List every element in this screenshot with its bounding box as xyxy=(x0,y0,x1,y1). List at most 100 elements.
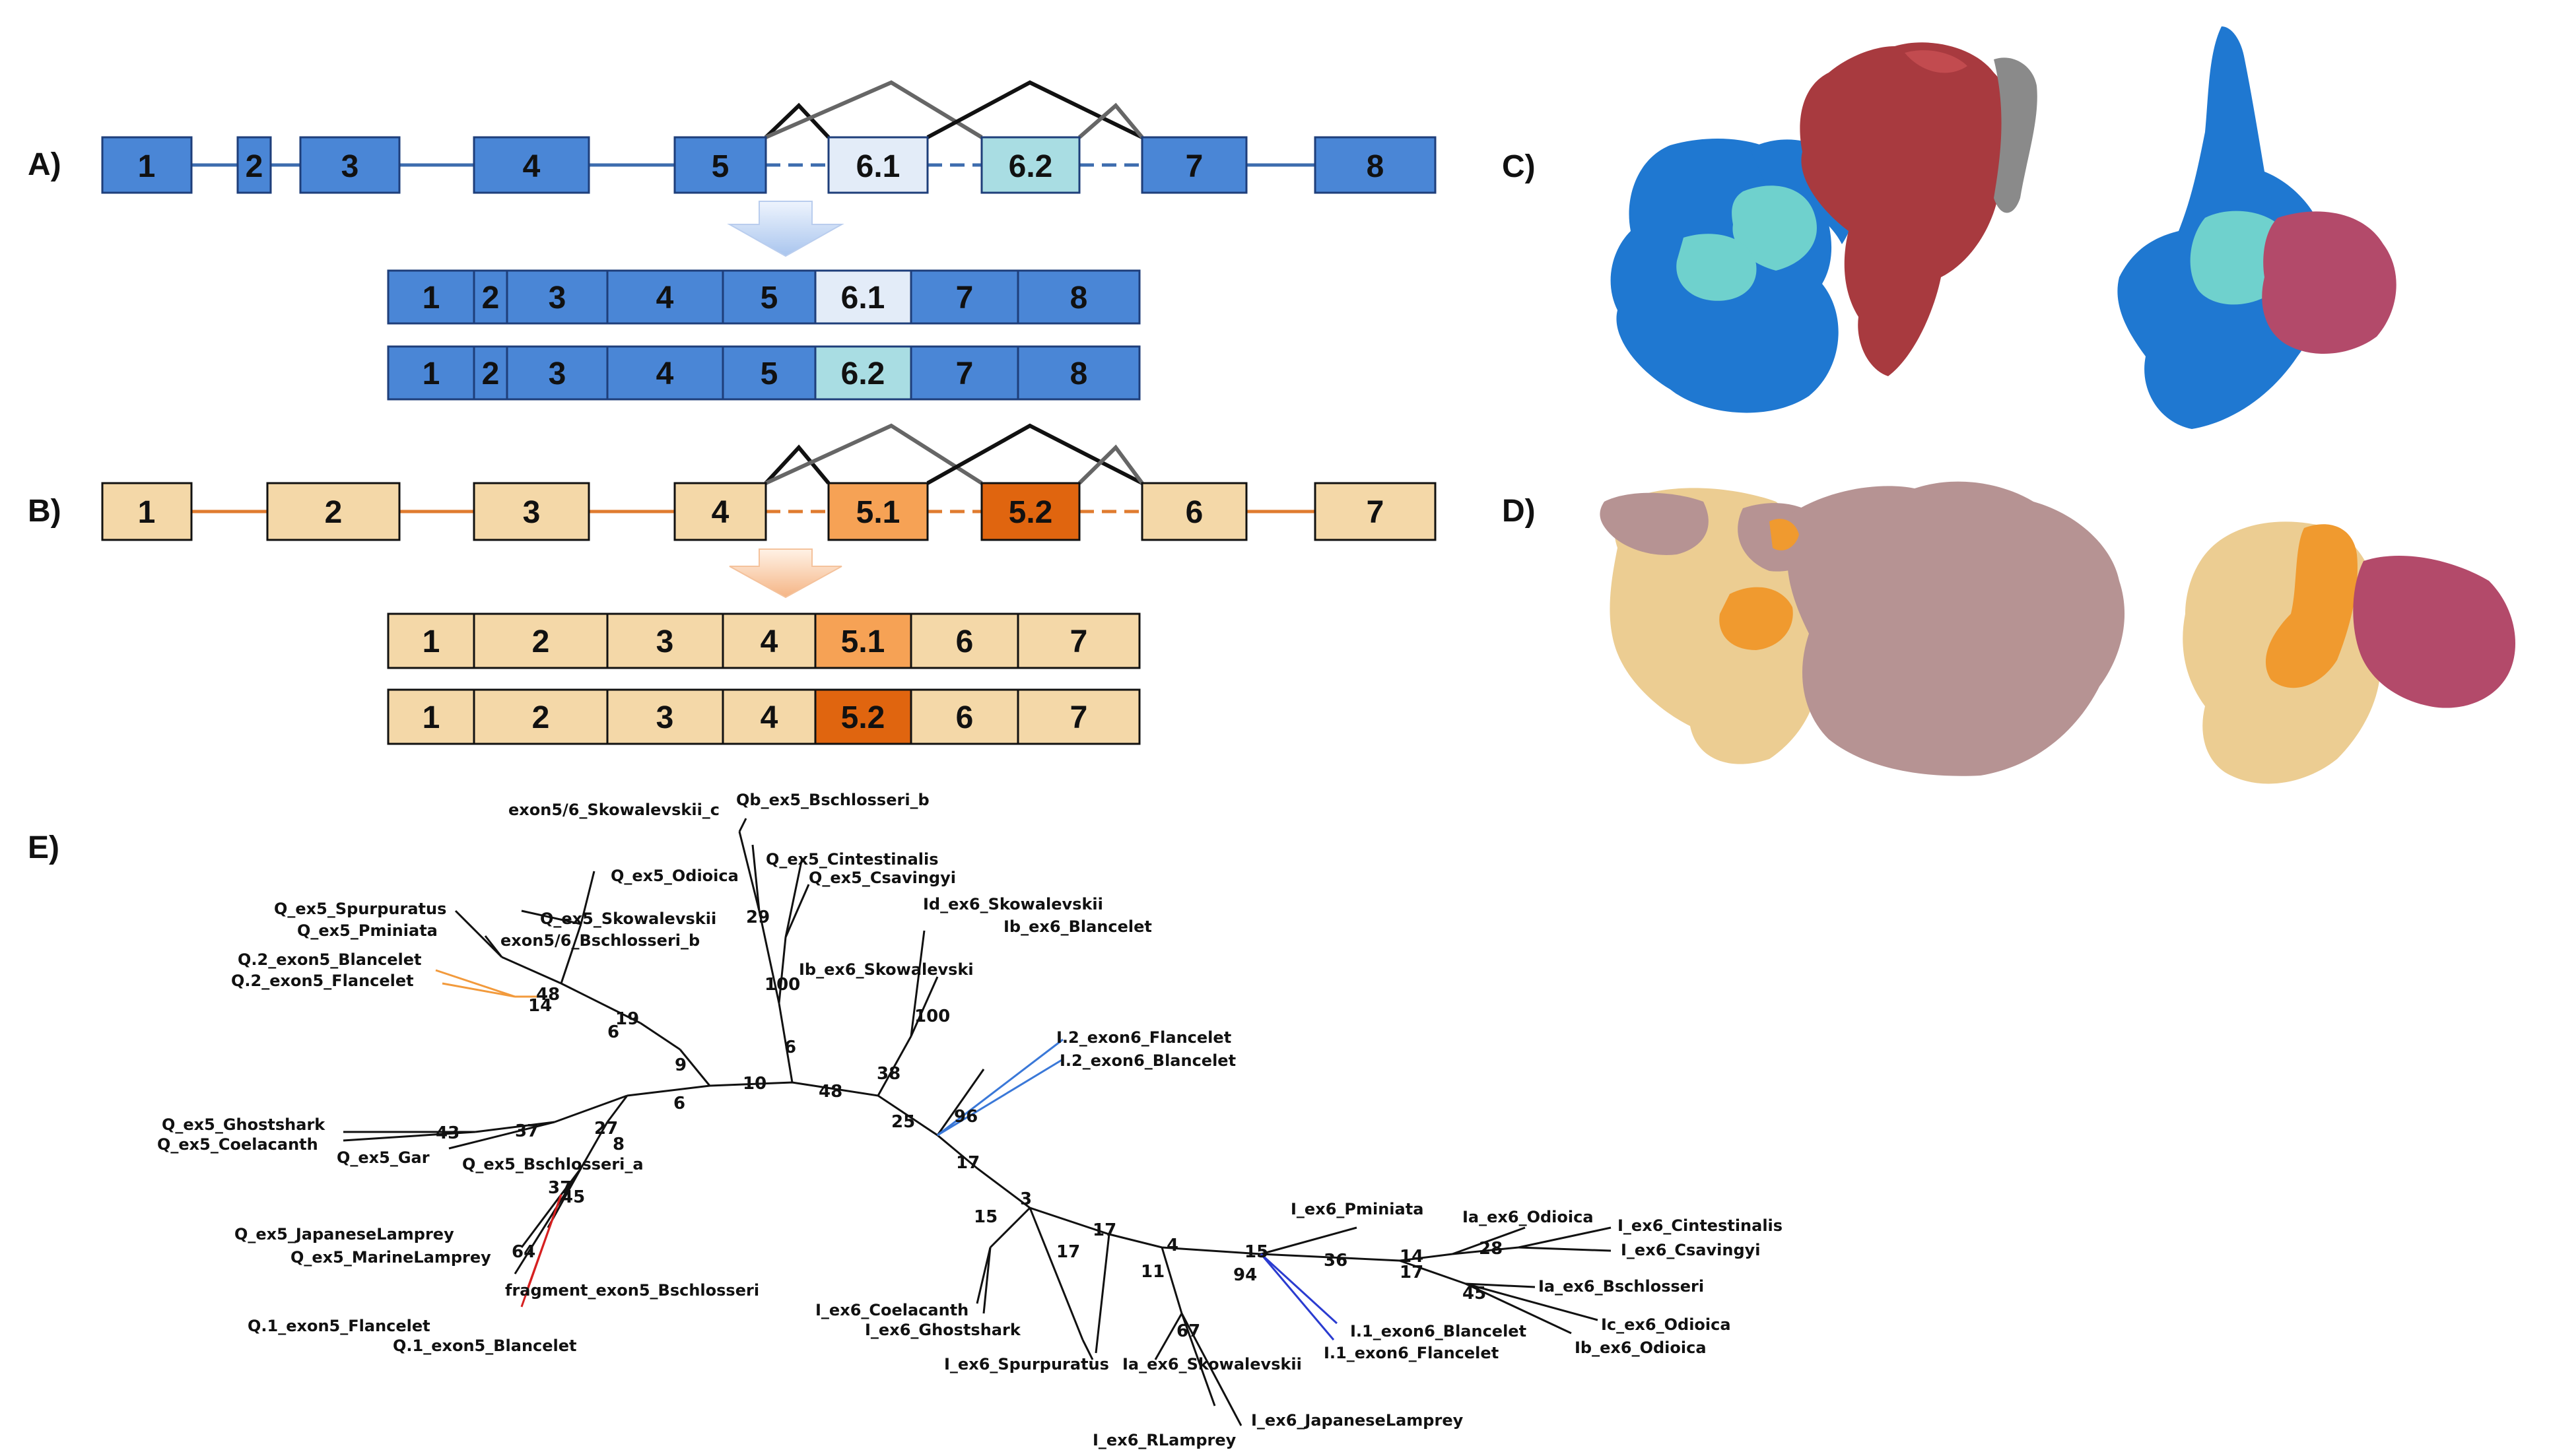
gene-b-exon: 7 xyxy=(1314,482,1437,541)
exon-label: 1 xyxy=(423,356,440,391)
tree-leaf-label: Ia_ex6_Bschlosseri xyxy=(1538,1277,1704,1296)
protein-structure-d-left xyxy=(1600,481,2125,776)
tree-leaf-label: Q_ex5_Odioica xyxy=(611,867,739,885)
bootstrap-value: 10 xyxy=(743,1074,766,1094)
mrna-b2: 1 2 3 4 5.2 6 7 xyxy=(387,688,1141,745)
panel-a: A) 1 2 3 4 5 6.1 6.2 7 xyxy=(28,80,1437,401)
exon-label: 7 xyxy=(1186,149,1204,184)
gene-b-exons: 1 2 3 4 5.1 5.2 6 7 xyxy=(101,482,1437,541)
gene-a-exon: 2 xyxy=(236,136,272,194)
exon-label: 6.1 xyxy=(856,149,901,184)
tree-leaf-label: Q_ex5_Spurpuratus xyxy=(274,900,446,918)
exon-label: 5.1 xyxy=(841,624,885,659)
tree-leaf-label: fragment_exon5_Bschlosseri xyxy=(505,1281,759,1300)
tree-leaf-label: I.2_exon6_Blancelet xyxy=(1060,1051,1236,1070)
exon-label: 1 xyxy=(423,700,440,735)
gene-b-exon: 6 xyxy=(1141,482,1248,541)
protein-structure-c-left xyxy=(1610,42,2037,413)
bootstrap-value: 100 xyxy=(765,975,800,995)
tree-leaf-label: I_ex6_Ghostshark xyxy=(865,1321,1021,1339)
bootstrap-value: 17 xyxy=(1056,1242,1080,1262)
panel-c-label: C) xyxy=(1502,149,1536,184)
bootstrap-value: 27 xyxy=(594,1119,618,1139)
tree-leaf-label: I_ex6_Coelacanth xyxy=(815,1301,969,1319)
exon-label: 4 xyxy=(761,700,778,735)
exon-label: 1 xyxy=(138,495,156,530)
bootstrap-value: 8 xyxy=(613,1135,625,1154)
exon-label: 5 xyxy=(761,356,778,391)
exon-label: 2 xyxy=(482,356,500,391)
gene-a-exon: 4 xyxy=(473,136,590,194)
arrow-down-icon xyxy=(729,548,842,599)
bootstrap-value: 14 xyxy=(1400,1247,1423,1267)
tree-leaf-label: Q_ex5_Gar xyxy=(337,1148,430,1167)
gene-a-splice-arcs xyxy=(764,80,1144,139)
bootstrap-value: 96 xyxy=(954,1107,978,1127)
bootstrap-value: 15 xyxy=(974,1207,998,1227)
bootstrap-value: 17 xyxy=(1400,1263,1423,1282)
tree-branches xyxy=(343,818,1612,1426)
protein-structure-c-right xyxy=(2117,26,2396,429)
bootstrap-value: 14 xyxy=(528,996,552,1016)
gene-a-exon: 5 xyxy=(673,136,767,194)
bootstrap-value: 11 xyxy=(1141,1262,1165,1282)
bootstrap-value: 15 xyxy=(1244,1242,1268,1262)
mrna-a2: 1 2 3 4 5 6.2 7 8 xyxy=(387,345,1141,401)
bootstrap-value: 48 xyxy=(819,1082,842,1102)
bootstrap-value: 37 xyxy=(548,1178,572,1198)
tree-leaf-label: I_ex6_Csavingyi xyxy=(1621,1241,1761,1259)
tree-leaf-label: Ib_ex6_Skowalevski xyxy=(799,960,974,979)
mrna-a1: 1 2 3 4 5 6.1 7 8 xyxy=(387,269,1141,325)
bootstrap-value: 6 xyxy=(607,1022,619,1042)
exon-label: 7 xyxy=(1367,495,1384,530)
exon-label: 3 xyxy=(549,281,566,315)
tree-leaf-label: Ib_ex6_Odioica xyxy=(1575,1339,1707,1357)
bootstrap-value: 28 xyxy=(1479,1239,1503,1259)
bootstrap-value: 6 xyxy=(784,1038,796,1057)
exon-label: 6.2 xyxy=(841,356,885,391)
exon-label: 6 xyxy=(956,700,974,735)
tree-leaf-label: Ic_ex6_Odioica xyxy=(1601,1315,1731,1334)
exon-label: 6 xyxy=(1186,495,1204,530)
exon-label: 6.1 xyxy=(841,281,885,315)
tree-leaf-label: I.1_exon6_Blancelet xyxy=(1350,1322,1526,1340)
exon-label: 5 xyxy=(761,281,778,315)
tree-leaf-label: Qb_ex5_Bschlosseri_b xyxy=(736,791,930,809)
protein-structure-d-right xyxy=(2183,521,2515,784)
exon-label: 7 xyxy=(1070,624,1088,659)
tree-leaf-label: I.2_exon6_Flancelet xyxy=(1056,1028,1231,1047)
panel-d: D) xyxy=(1502,481,2515,784)
exon-label: 3 xyxy=(656,700,674,735)
gene-a-exon: 8 xyxy=(1314,136,1437,194)
exon-label: 5 xyxy=(712,149,730,184)
tree-leaf-label: Ia_ex6_Odioica xyxy=(1462,1208,1594,1226)
tree-bootstrap-values: 29 100 6 19 48 14 6 9 6 10 48 100 38 96 … xyxy=(436,908,1503,1341)
panel-a-label: A) xyxy=(28,147,61,182)
exon-label: 4 xyxy=(656,356,674,391)
mrna-b1: 1 2 3 4 5.1 6 7 xyxy=(387,612,1141,669)
exon-label: 1 xyxy=(423,624,440,659)
tree-leaf-label: I_ex6_JapaneseLamprey xyxy=(1251,1411,1464,1430)
bootstrap-value: 17 xyxy=(1093,1220,1116,1240)
bootstrap-value: 38 xyxy=(877,1064,901,1084)
exon-label: 6.2 xyxy=(1009,149,1053,184)
bootstrap-value: 100 xyxy=(914,1007,950,1026)
panel-b-label: B) xyxy=(28,494,61,529)
gene-a-exon: 1 xyxy=(101,136,193,194)
tree-leaf-label: Id_ex6_Skowalevskii xyxy=(923,895,1103,913)
tree-leaf-label: I_ex6_RLamprey xyxy=(1093,1431,1237,1449)
tree-leaf-label: Q_ex5_Ghostshark xyxy=(162,1115,325,1134)
exon-label: 4 xyxy=(656,281,674,315)
gene-a-exons: 1 2 3 4 5 6.1 6.2 7 8 xyxy=(101,136,1437,194)
bootstrap-value: 4 xyxy=(1167,1236,1178,1255)
bootstrap-value: 9 xyxy=(675,1055,687,1075)
bootstrap-value: 17 xyxy=(956,1153,980,1173)
exon-label: 4 xyxy=(523,149,541,184)
bootstrap-value: 67 xyxy=(1176,1321,1200,1341)
exon-label: 2 xyxy=(532,624,550,659)
bootstrap-value: 29 xyxy=(746,908,770,927)
tree-leaf-label: Q_ex5_Skowalevskii xyxy=(540,910,716,928)
panel-d-label: D) xyxy=(1502,494,1536,529)
bootstrap-value: 36 xyxy=(1324,1251,1347,1271)
tree-leaf-label: Q.2_exon5_Blancelet xyxy=(238,950,422,969)
